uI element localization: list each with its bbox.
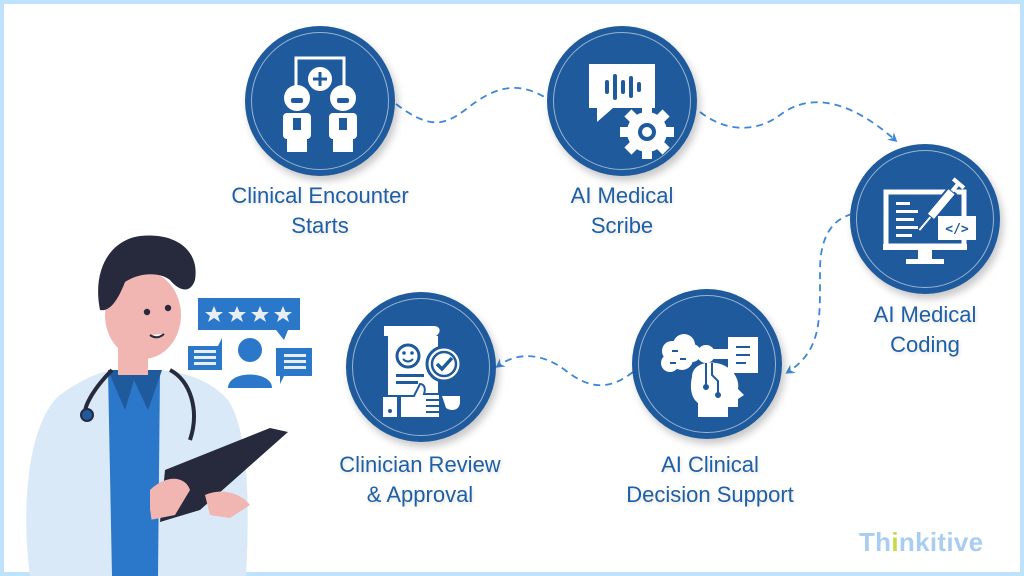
star-rating-icon	[205, 306, 292, 322]
hair	[98, 235, 196, 311]
step-3-circle: </>	[850, 144, 1000, 294]
patient-review-illustration	[188, 298, 312, 388]
connector-1-2	[395, 87, 558, 124]
brain-head-circuit-icon	[661, 334, 758, 417]
speech-waveform-gear-icon	[589, 64, 674, 159]
monitor-syringe-code-icon: </>	[883, 177, 976, 264]
two-people-medical-cross-icon	[283, 56, 357, 152]
step-4-label: AI Clinical Decision Support	[626, 452, 794, 507]
step-1-circle	[245, 26, 395, 176]
thinkitive-logo: Thinkitive	[859, 527, 984, 557]
tablet	[160, 428, 288, 522]
step-4-circle	[632, 289, 782, 439]
step-5-label: Clinician Review & Approval	[339, 452, 501, 507]
connector-2-3	[699, 101, 898, 142]
step-2-circle	[547, 26, 697, 176]
doctor-illustration	[26, 235, 288, 576]
blue-shirt	[108, 370, 160, 576]
step-3-label: AI Medical Coding	[873, 302, 977, 357]
step-1-label: Clinical Encounter Starts	[231, 183, 409, 238]
step-5-circle	[346, 292, 496, 442]
svg-text:</>: </>	[945, 222, 969, 237]
connector-4-5	[495, 355, 634, 387]
step-2-label: AI Medical Scribe	[570, 183, 674, 238]
document-checkmark-thumbsup-icon	[381, 326, 463, 419]
